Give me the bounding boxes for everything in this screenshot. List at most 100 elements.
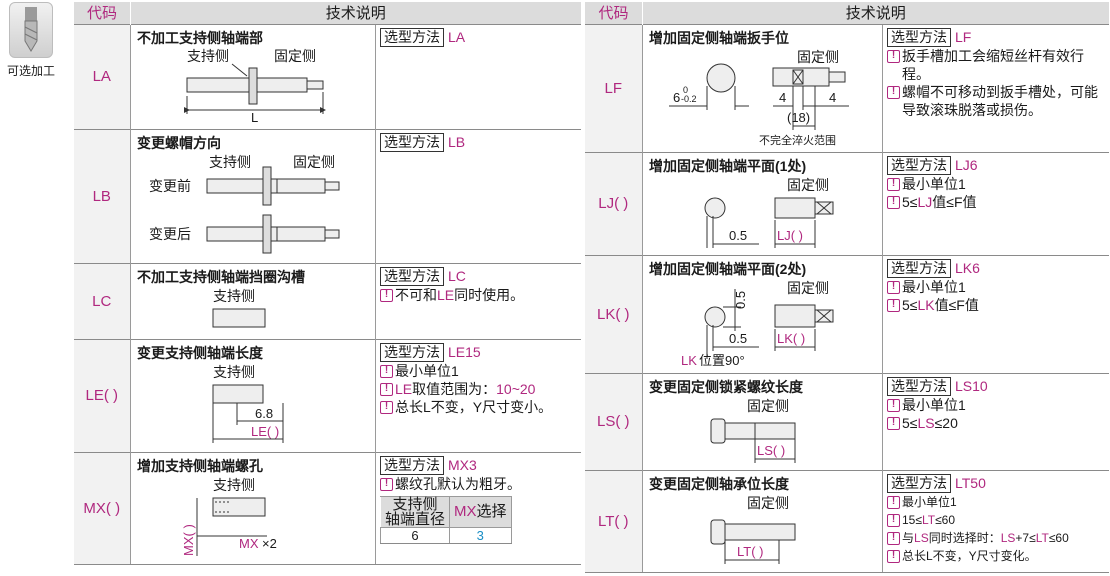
label-fixed: 固定侧 [747,398,789,414]
title-LJ: 增加固定侧轴端平面(1处) [649,157,807,174]
note-text: 15≤ [902,512,922,527]
dim-MX-vertical: MX( ) [181,524,196,556]
label-support: 支持侧 [213,477,255,493]
note-text: 与 [902,530,915,545]
dim-LJ: LJ( ) [777,228,803,243]
caption-incomplete-quench: 不完全淬火范围 [759,133,836,147]
code-LA: LA [73,23,131,129]
diagram-LJ: 固定侧 0.5 LJ( ) [704,177,834,248]
desc-MX: 增加支持侧轴端螺孔 支持侧 MX( ) MX ×2 [130,451,376,565]
note-code: LE [395,380,413,397]
method-label: 选型方法 [380,342,444,362]
method-value-LJ: LJ6 [955,156,978,173]
note-code: LE [437,286,455,303]
label-fixed: 固定侧 [797,49,839,65]
diagram-LB: 支持侧 固定侧 变更前 变更后 [149,154,340,253]
diagram-MX: 支持侧 MX( ) MX ×2 [181,477,277,556]
label-fixed: 固定侧 [274,48,316,64]
header-desc: 技术说明 [641,2,1109,24]
diagram-LS: 固定侧 LS( ) [710,398,796,463]
label-fixed: 固定侧 [747,495,789,511]
diagram-LF: 固定侧 6 0 -0.2 4 4 [669,49,849,147]
method-label: 选型方法 [380,27,444,47]
title-LT: 变更固定侧轴承位长度 [649,475,789,492]
mx-table-cell: 3 [449,526,512,544]
method-value-LE: LE15 [448,343,481,360]
dim-0-5: 0.5 [729,228,747,243]
title-MX: 增加支持侧轴端螺孔 [137,457,263,474]
note-code: LS [914,530,929,545]
header-code: 代码 [584,2,643,24]
dim-LE: LE( ) [251,424,279,439]
diagram-LA: 支持侧 固定侧 L [184,48,326,124]
method-value-LK: LK6 [955,259,980,276]
desc-LF: 增加固定侧轴端扳手位 固定侧 6 0 -0.2 [642,23,883,152]
method-value-LA: LA [448,28,466,45]
desc-LB: 变更螺帽方向 支持侧 固定侧 变更前 变更后 [130,128,376,263]
note-text: 5≤ [902,296,918,313]
header-line: 轴端直径 [385,510,446,528]
dim-L: L [251,110,258,124]
note-LS-1: 最小单位1 [887,396,1109,414]
note-LK-2: 5≤LK值≤F值 [887,296,1109,314]
label-support: 支持侧 [213,288,255,304]
note-text: 5≤ [902,414,918,431]
method-label: 选型方法 [887,27,951,47]
note-code: LS [1000,530,1016,545]
code-LE: LE( ) [73,338,131,452]
dim-6: 6 [673,90,680,105]
note-LE-1: 最小单位1 [380,362,581,380]
method-value-LS: LS10 [955,377,988,394]
code-MX: MX( ) [73,451,131,565]
note-LE-2: LE取值范围为：10~20 [380,380,581,398]
title-LA: 不加工支持侧轴端部 [137,29,263,46]
desc-LE: 变更支持侧轴端长度 支持侧 6.8 LE( ) [130,338,376,452]
method-value-LF: LF [955,28,972,45]
method-label: 选型方法 [887,258,951,278]
header-desc: 技术说明 [129,2,581,24]
note-LT-1: 最小单位1 [887,493,1109,511]
note-code: LS [917,414,935,431]
note-LJ-2: 5≤LJ值≤F值 [887,193,1109,211]
dim-LK: LK( ) [777,331,805,346]
dim-LT: LT( ) [737,544,763,559]
method-label: 选型方法 [887,376,951,396]
note-code: LJ [917,193,933,210]
note-text: 同时使用。 [454,286,525,303]
dim-4a: 4 [779,90,786,105]
dim-0-5-vertical: 0.5 [733,290,748,308]
dim-4b: 4 [829,90,836,105]
drill-bit-icon [9,2,53,58]
note-text: ≤20 [934,414,958,431]
note-LF-2: 螺帽不可移动到扳手槽处，可能导致滚珠脱落或损伤。 [887,83,1109,119]
label-fixed: 固定侧 [787,280,829,296]
note-text: 5≤ [902,193,918,210]
title-LB: 变更螺帽方向 [137,134,221,151]
code-LB: LB [73,128,131,263]
title-LC: 不加工支持侧轴端挡圈沟槽 [137,268,305,285]
dim-MX-depth: ×2 [262,536,277,551]
method-label: 选型方法 [380,455,444,475]
label-fixed: 固定侧 [293,154,335,170]
header-code: MX [454,503,477,520]
desc-LA: 不加工支持侧轴端部 支持侧 固定侧 L [130,23,376,129]
note-code: LT [1035,530,1049,545]
mx-selection-table: 支持侧轴端直径 MX选择 6 3 [379,495,512,544]
desc-LS: 变更固定侧锁紧螺纹长度 固定侧 LS( ) [642,372,883,470]
note-LF-1: 扳手槽加工会缩短丝杆有效行程。 [887,47,1109,83]
label-before: 变更前 [149,178,191,194]
label-fixed: 固定侧 [787,177,829,193]
mx-table-header-select: MX选择 [449,495,512,528]
method-label: 选型方法 [380,132,444,152]
header-text: 选择 [476,503,507,520]
dim-6-8: 6.8 [255,406,273,421]
